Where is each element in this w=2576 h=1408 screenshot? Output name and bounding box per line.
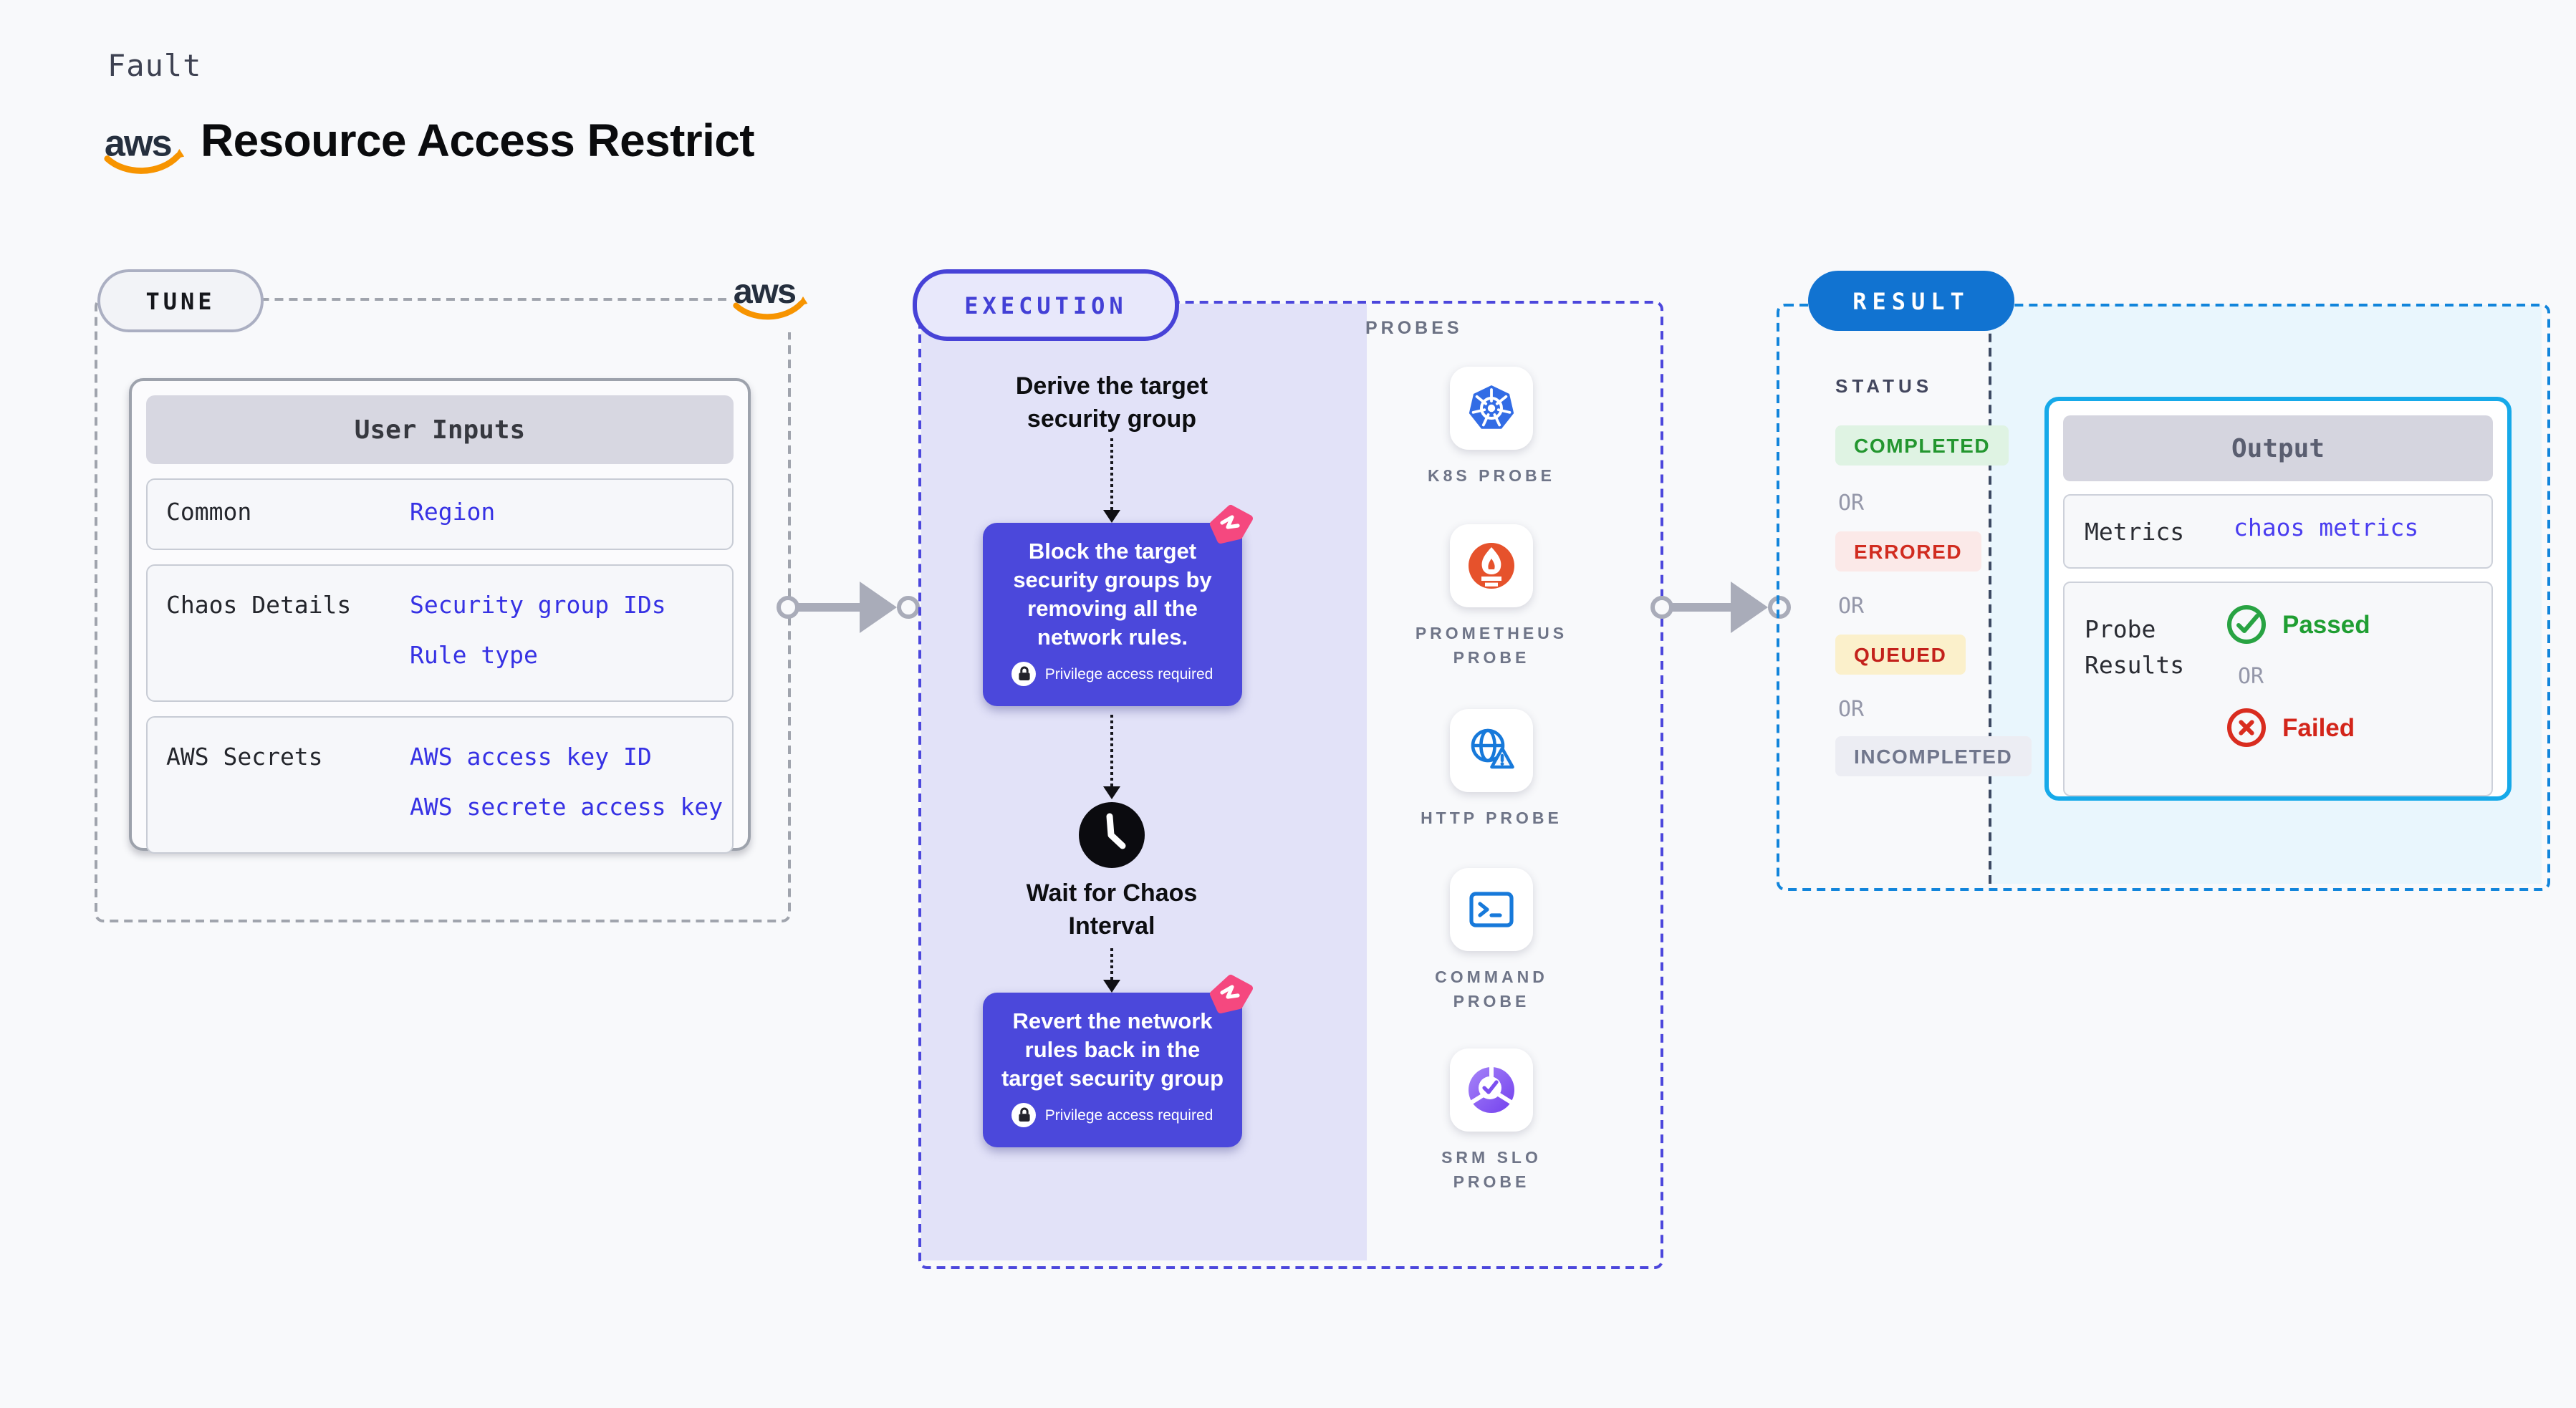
user-inputs-card: User Inputs Common Region Chaos Details … bbox=[129, 378, 751, 854]
row-value: AWS access key ID bbox=[410, 743, 652, 771]
dotted-connector bbox=[1110, 948, 1113, 980]
privilege-label: Privilege access required bbox=[1044, 665, 1213, 683]
chaos-logo-icon bbox=[1210, 975, 1253, 1013]
probe-results-row: Probe Results Passed OR Failed bbox=[2063, 582, 2493, 796]
privilege-row: Privilege access required bbox=[983, 1103, 1242, 1127]
wait-step-label: Wait for Chaos Interval bbox=[1026, 879, 1198, 940]
svg-text:aws: aws bbox=[105, 123, 171, 165]
page-title: Resource Access Restrict bbox=[201, 115, 755, 166]
metrics-row: Metrics chaos metrics bbox=[2063, 494, 2493, 569]
execution-badge: EXECUTION bbox=[913, 269, 1179, 341]
block-text: Revert the network rules back in the tar… bbox=[1001, 1010, 1224, 1091]
arrowhead-down-icon bbox=[1103, 510, 1120, 523]
arrowhead-icon bbox=[1731, 582, 1768, 633]
status-badge-queued: QUEUED bbox=[1835, 635, 1966, 675]
row-value: Security group IDs bbox=[410, 592, 666, 619]
connector-bar bbox=[797, 603, 862, 612]
passed-label: Passed bbox=[2282, 609, 2370, 638]
status-badge-errored: ERRORED bbox=[1835, 531, 1981, 572]
execution-section bbox=[918, 301, 1663, 1269]
table-row: AWS Secrets AWS access key ID AWS secret… bbox=[146, 716, 734, 854]
derive-step-label: Derive the target security group bbox=[1015, 372, 1208, 433]
arrowhead-icon bbox=[860, 582, 897, 633]
probes-label: PROBES bbox=[1365, 318, 1463, 338]
table-row: Common Region bbox=[146, 478, 734, 550]
fault-eyebrow: Fault bbox=[107, 49, 202, 83]
output-header: Output bbox=[2063, 415, 2493, 481]
aws-logo-icon: aws bbox=[733, 272, 808, 320]
kubernetes-icon bbox=[1469, 385, 1514, 429]
x-circle-icon bbox=[2227, 708, 2266, 747]
privilege-label: Privilege access required bbox=[1044, 1106, 1213, 1124]
probe-card-command bbox=[1450, 868, 1533, 951]
tune-badge: TUNE bbox=[97, 269, 264, 332]
row-value: Rule type bbox=[410, 642, 538, 669]
clock-icon bbox=[1079, 802, 1145, 868]
probe-card-prometheus bbox=[1450, 524, 1533, 607]
row-label: Common bbox=[166, 498, 252, 526]
row-value: Region bbox=[410, 498, 496, 526]
svg-text:aws: aws bbox=[734, 272, 796, 311]
block-text: Block the target security groups by remo… bbox=[1013, 540, 1212, 650]
probe-label: COMMAND PROBE bbox=[1435, 970, 1548, 1011]
probe-card-k8s bbox=[1450, 367, 1533, 450]
dotted-connector bbox=[1110, 438, 1113, 510]
srm-slo-gauge-check-icon bbox=[1469, 1066, 1514, 1113]
probe-results-verdicts: Passed OR Failed bbox=[2225, 603, 2370, 749]
dotted-connector bbox=[1110, 715, 1113, 786]
lock-icon bbox=[1011, 1103, 1037, 1127]
table-row: Chaos Details Security group IDs Rule ty… bbox=[146, 564, 734, 702]
row-label: AWS Secrets bbox=[166, 743, 323, 771]
status-badge-completed: COMPLETED bbox=[1835, 425, 2009, 466]
probe-label: PROMETHEUS PROBE bbox=[1415, 626, 1568, 667]
check-circle-icon bbox=[2227, 605, 2266, 644]
metrics-value: chaos metrics bbox=[2234, 514, 2419, 541]
probe-label: SRM SLO PROBE bbox=[1441, 1150, 1542, 1192]
result-section bbox=[1777, 304, 2550, 891]
tune-aws-corner: aws bbox=[726, 261, 815, 332]
failed-label: Failed bbox=[2282, 713, 2355, 741]
probe-label: K8S PROBE bbox=[1428, 468, 1555, 486]
chaos-logo-icon bbox=[1210, 505, 1253, 544]
metrics-label: Metrics bbox=[2085, 519, 2185, 546]
lock-icon bbox=[1011, 662, 1037, 686]
passed-verdict: Passed bbox=[2225, 603, 2370, 646]
row-value: AWS secrete access key bbox=[410, 794, 724, 821]
arrow-right-connector bbox=[777, 582, 920, 633]
arrowhead-down-icon bbox=[1103, 786, 1120, 799]
user-inputs-header: User Inputs bbox=[146, 395, 734, 464]
result-badge: RESULT bbox=[1808, 271, 2014, 331]
privilege-row: Privilege access required bbox=[983, 662, 1242, 686]
status-badge-incompleted: INCOMPLETED bbox=[1835, 736, 2032, 776]
arrowhead-down-icon bbox=[1103, 980, 1120, 993]
probe-card-http bbox=[1450, 709, 1533, 792]
http-globe-warning-icon bbox=[1471, 728, 1514, 769]
probe-results-label: Probe Results bbox=[2085, 616, 2185, 679]
status-label: STATUS bbox=[1835, 375, 1933, 397]
probe-card-srm-slo bbox=[1450, 1048, 1533, 1132]
block-security-groups-step: Block the target security groups by remo… bbox=[983, 505, 1253, 706]
or-label: OR bbox=[1838, 490, 1865, 516]
failed-verdict: Failed bbox=[2225, 706, 2370, 749]
connector-bar bbox=[1671, 603, 1734, 612]
or-label: OR bbox=[1838, 696, 1865, 722]
output-card: Output Metrics chaos metrics Probe Resul… bbox=[2044, 397, 2512, 801]
connector-head-ring bbox=[1768, 596, 1791, 619]
or-label: OR bbox=[1838, 593, 1865, 619]
row-label: Chaos Details bbox=[166, 592, 352, 619]
arrow-right-connector bbox=[1650, 582, 1791, 633]
block-revert-step: Revert the network rules back in the tar… bbox=[983, 975, 1253, 1147]
terminal-icon bbox=[1469, 892, 1514, 927]
probe-label: HTTP PROBE bbox=[1421, 811, 1562, 828]
aws-logo-icon: aws bbox=[104, 123, 185, 174]
connector-head-ring bbox=[897, 596, 920, 619]
result-divider bbox=[1989, 305, 1991, 884]
prometheus-icon bbox=[1469, 543, 1514, 589]
or-label: OR bbox=[2238, 663, 2264, 689]
